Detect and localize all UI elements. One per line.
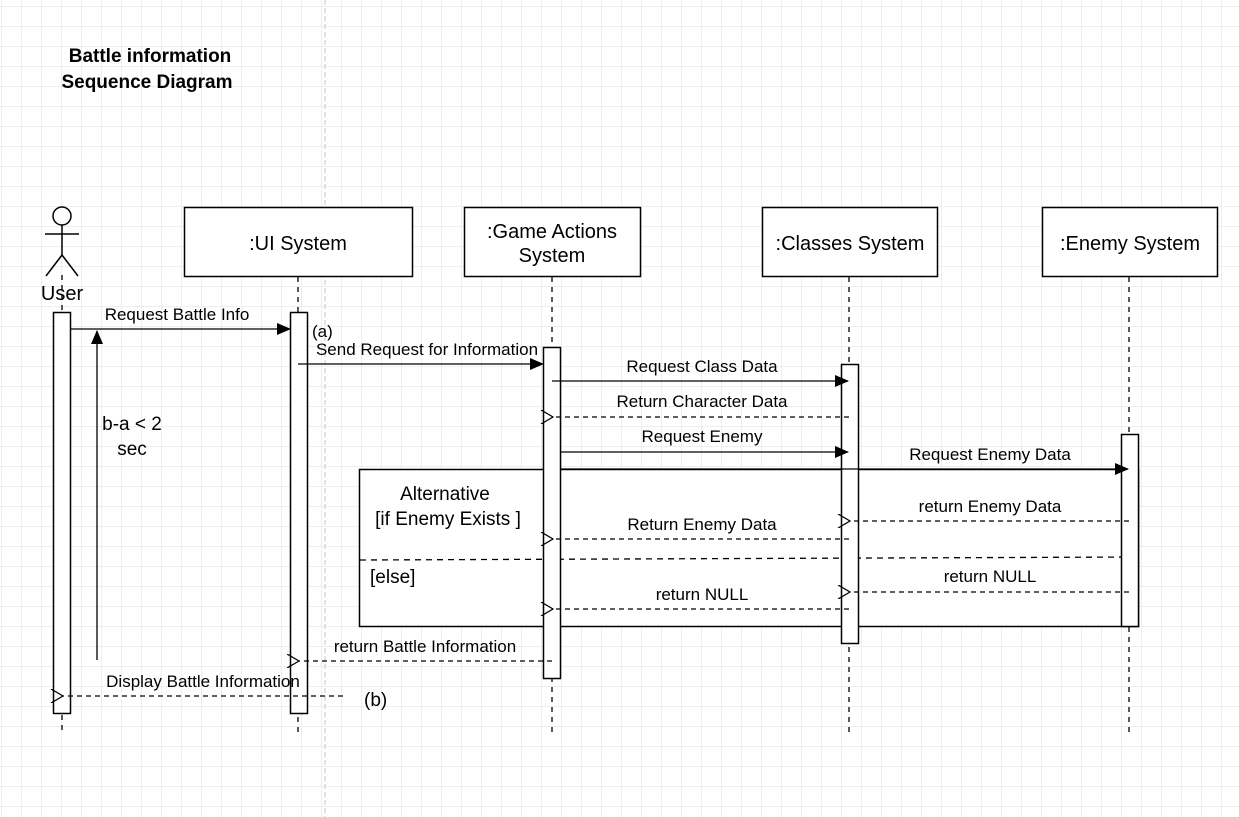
- user-actor-icon: [45, 206, 79, 277]
- msg-request-class-data: Request Class Data: [626, 357, 778, 376]
- diagram-title-line-2: Sequence Diagram: [61, 72, 232, 93]
- msg-request-enemy: Request Enemy: [642, 427, 763, 446]
- msg-return-battle-info: return Battle Information: [334, 637, 516, 656]
- classes-system-label: :Classes System: [776, 233, 925, 255]
- alt-fragment-label: Alternative: [400, 484, 490, 505]
- activation-bars: [52, 311, 1140, 715]
- alt-fragment-separator: [359, 556, 1139, 561]
- enemy-system-label: :Enemy System: [1060, 233, 1200, 255]
- msg-request-battle-info: Request Battle Info: [105, 305, 250, 324]
- timestamp-a: (a): [312, 322, 333, 341]
- game-actions-box: [463, 206, 642, 278]
- ui-system-box: [183, 206, 414, 278]
- timing-constraint-line-1: b-a < 2: [102, 414, 162, 435]
- msg-return-enemy-data: return Enemy Data: [919, 497, 1062, 516]
- user-label: User: [41, 283, 84, 305]
- msg-request-enemy-data: Request Enemy Data: [909, 445, 1071, 464]
- msg-return-null-classes: return NULL: [656, 585, 749, 604]
- game-activation: [542, 346, 562, 680]
- msg-send-request: Send Request for Information: [316, 340, 538, 359]
- classes-activation: [840, 363, 860, 645]
- msg-display-battle-info: Display Battle Information: [106, 672, 300, 691]
- game-actions-label-line-1: :Game Actions: [487, 221, 617, 243]
- ui-activation: [289, 311, 309, 715]
- msg-return-null-enemy: return NULL: [944, 567, 1037, 586]
- enemy-system-box: [1041, 206, 1219, 278]
- alt-fragment: [358, 468, 1140, 628]
- classes-system-box: [761, 206, 939, 278]
- ui-system-label: :UI System: [249, 233, 347, 255]
- diagram-title-line-1: Battle information: [69, 46, 232, 67]
- enemy-activation: [1120, 433, 1140, 628]
- timing-constraint-line-2: sec: [117, 439, 147, 460]
- game-actions-label-line-2: System: [519, 245, 586, 267]
- msg-return-enemy-data-to-game: Return Enemy Data: [627, 515, 777, 534]
- alt-guard-if: [if Enemy Exists ]: [375, 509, 521, 530]
- msg-return-character-data: Return Character Data: [616, 392, 788, 411]
- alt-guard-else: [else]: [370, 567, 415, 588]
- timestamp-b: (b): [364, 690, 387, 711]
- user-activation: [52, 311, 72, 715]
